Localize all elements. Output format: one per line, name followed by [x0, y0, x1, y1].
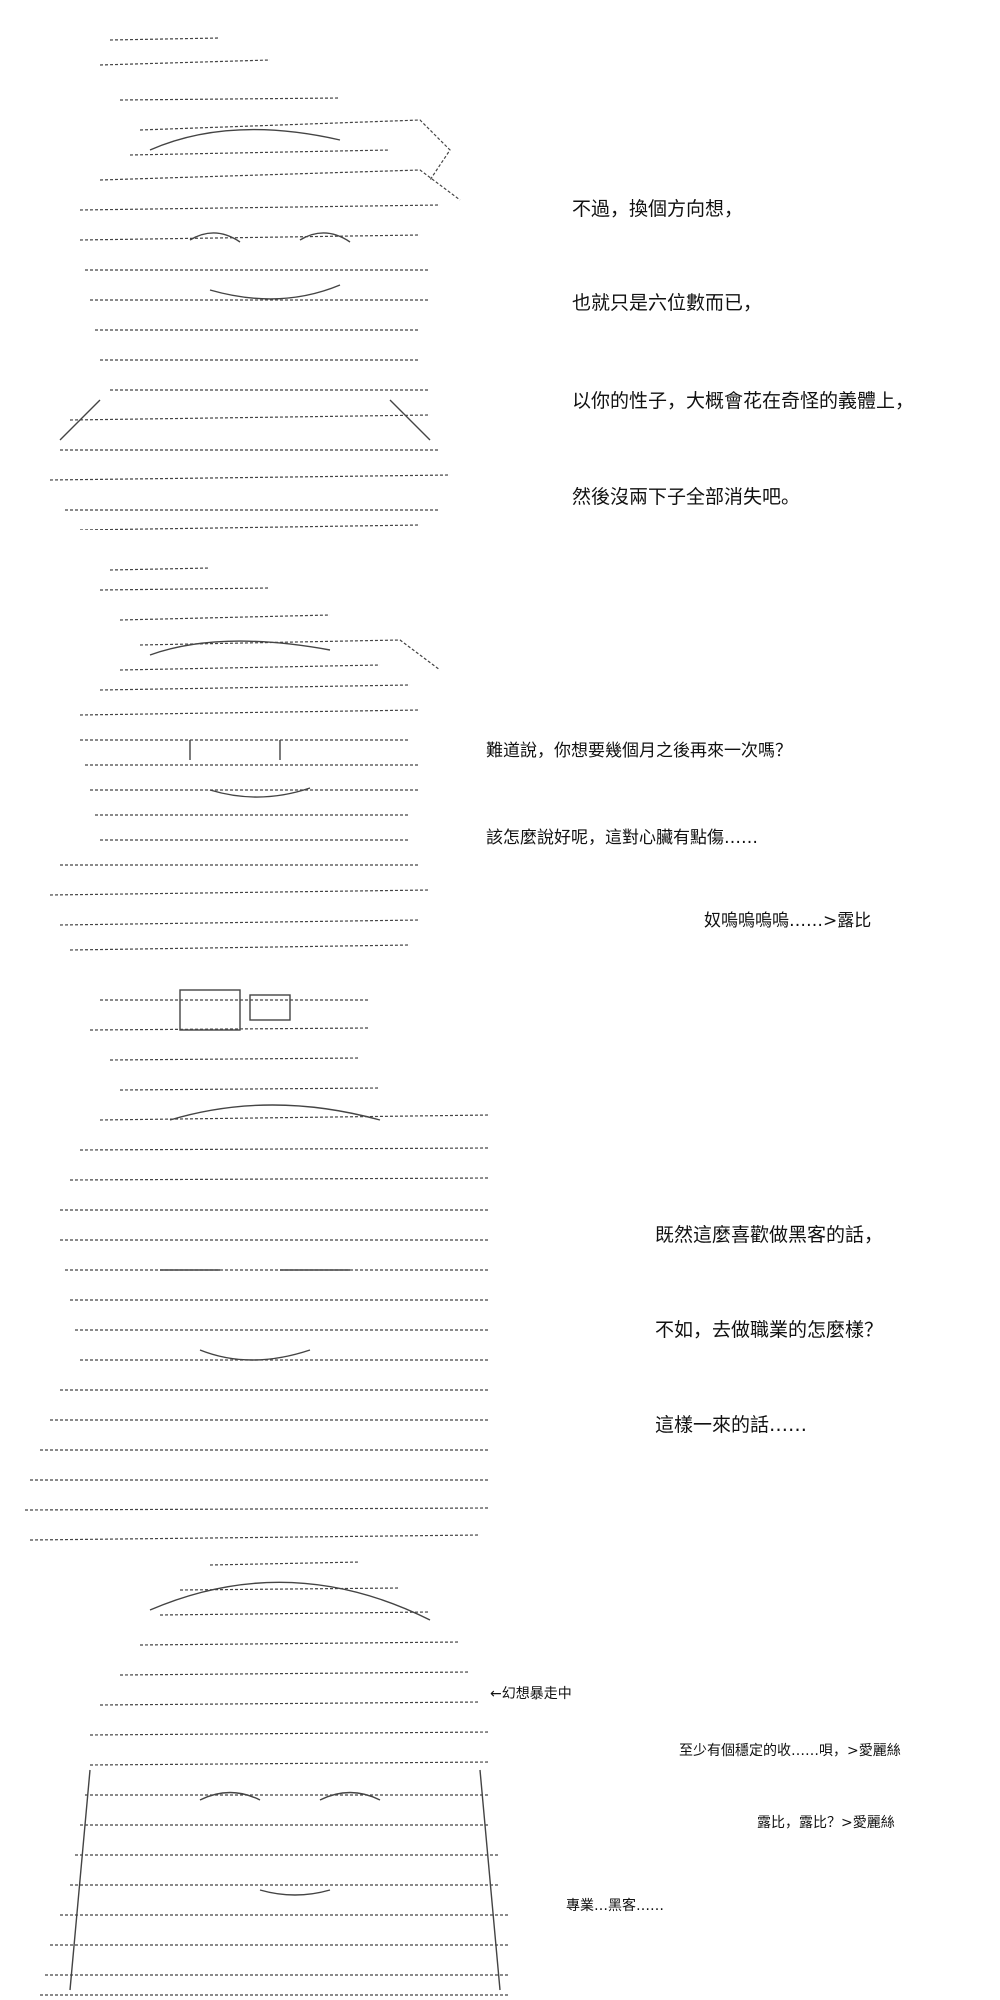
dialogue-line: 難道說，你想要幾個月之後再來一次嗎？	[486, 741, 792, 761]
dialogue-line: 該怎麼說好呢，這對心臟有點傷……	[486, 828, 758, 848]
panel-4: ←幻想暴走中 至少有個穩定的收……唄，>愛麗絲 露比，露比？>愛麗絲 專業…黑客…	[0, 1550, 1000, 2000]
ascii-art-character-2	[40, 550, 440, 960]
dialogue-line: 這樣一來的話……	[655, 1414, 808, 1436]
panel-2: 難道說，你想要幾個月之後再來一次嗎？ 該怎麼說好呢，這對心臟有點傷…… 奴嗚嗚嗚…	[0, 540, 1000, 960]
dialogue-line: 專業…黑客……	[566, 1898, 664, 1914]
dialogue-line: 既然這麼喜歡做黑客的話，	[655, 1224, 884, 1246]
dialogue-line: 不如，去做職業的怎麼樣？	[655, 1319, 884, 1341]
panel-3: 既然這麼喜歡做黑客的話， 不如，去做職業的怎麼樣？ 這樣一來的話……	[0, 960, 1000, 1550]
ascii-art-character-3	[20, 980, 500, 1550]
ascii-art-character-1	[40, 20, 470, 530]
ascii-art-character-4	[30, 1550, 530, 2000]
dialogue-line: 也就只是六位數而已，	[572, 292, 763, 314]
annotation-text: ←幻想暴走中	[490, 1686, 572, 1702]
dialogue-line: 然後沒兩下子全部消失吧。	[572, 486, 801, 508]
dialogue-line: 至少有個穩定的收……唄，>愛麗絲	[679, 1743, 901, 1759]
dialogue-line: 以你的性子，大概會花在奇怪的義體上，	[572, 390, 915, 412]
dialogue-line: 露比，露比？>愛麗絲	[757, 1815, 895, 1831]
dialogue-line: 奴嗚嗚嗚嗚……>露比	[704, 911, 872, 931]
panel-1: 不過，換個方向想， 也就只是六位數而已， 以你的性子，大概會花在奇怪的義體上， …	[0, 0, 1000, 540]
dialogue-line: 不過，換個方向想，	[572, 198, 744, 220]
